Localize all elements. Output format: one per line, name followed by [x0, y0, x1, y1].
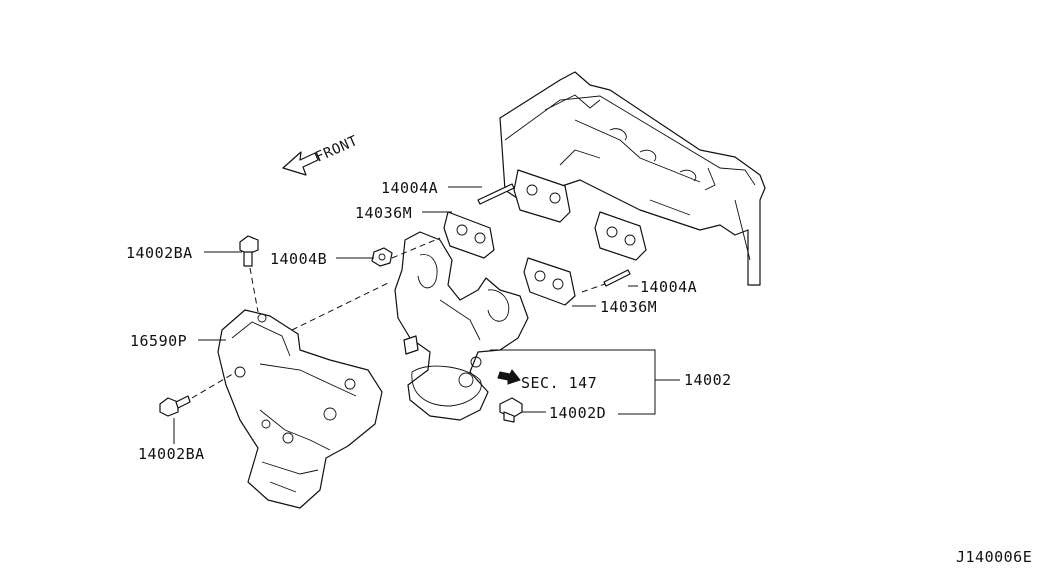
gasket-upper [443, 169, 571, 259]
bolt-bottom-icon [159, 395, 191, 417]
callout-14036m-upper: 14036M [355, 204, 412, 222]
cylinder-head [499, 71, 766, 286]
callout-14002: 14002 [684, 371, 732, 389]
callout-16590p: 16590P [130, 332, 187, 350]
callout-14004a-lower: 14004A [640, 278, 697, 296]
heat-insulator [217, 309, 383, 509]
front-label: FRONT [313, 133, 360, 166]
diagram-code: J140006E [956, 548, 1032, 566]
callout-14002d: 14002D [549, 404, 606, 422]
callout-14004a-upper: 14004A [381, 179, 438, 197]
stud-upper [477, 183, 515, 205]
nut-icon [371, 247, 393, 267]
bolt-top-icon [239, 235, 259, 267]
section-arrow-icon [497, 369, 521, 385]
stud-lower [603, 269, 631, 287]
alignment-lines [191, 237, 606, 399]
callout-14002ba-top: 14002BA [126, 244, 193, 262]
callout-14036m-lower: 14036M [600, 298, 657, 316]
section-reference: SEC. 147 [521, 374, 597, 392]
leader-lines [173, 186, 680, 444]
callout-14004b: 14004B [270, 250, 327, 268]
gasket-right [594, 211, 647, 261]
front-arrow-icon [282, 151, 319, 176]
gasket-lower [523, 257, 576, 306]
bolt-flange-icon [499, 397, 523, 423]
callout-14002ba-bottom: 14002BA [138, 445, 205, 463]
exhaust-manifold [394, 231, 529, 421]
